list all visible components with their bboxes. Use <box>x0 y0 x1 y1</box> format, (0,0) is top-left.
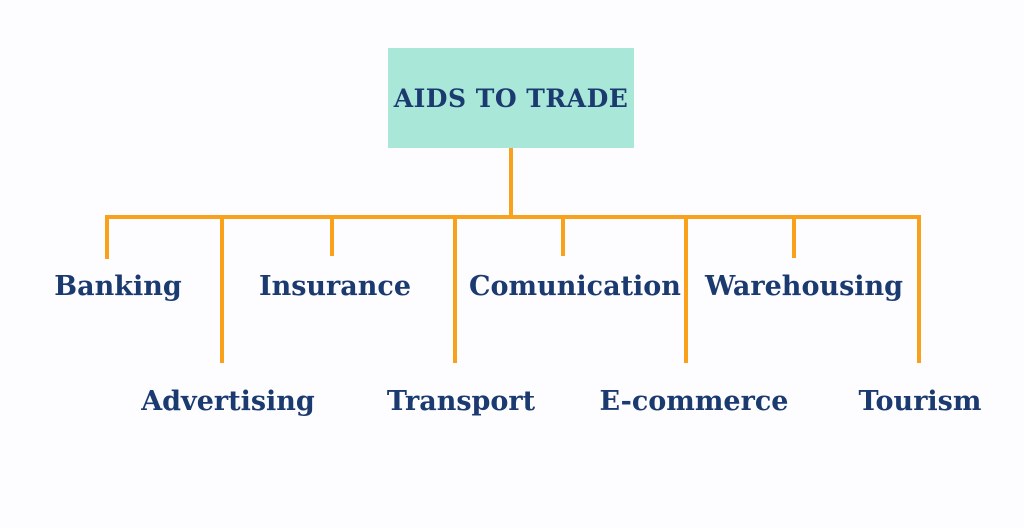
node-advertising: Advertising <box>141 386 315 417</box>
connector-advertising <box>220 215 224 363</box>
node-tourism: Tourism <box>858 386 982 417</box>
connector-insurance <box>330 215 334 256</box>
node-warehousing: Warehousing <box>704 271 904 302</box>
connector-trunk <box>509 148 513 219</box>
diagram-title: AIDS TO TRADE <box>393 83 629 113</box>
node-insurance: Insurance <box>258 271 412 302</box>
connector-banking <box>105 215 109 259</box>
connector-tourism <box>917 215 921 363</box>
connector-warehousing <box>792 215 796 258</box>
connector-transport <box>453 215 457 363</box>
node-ecommerce: E-commerce <box>599 386 789 417</box>
connector-horizontal-rail <box>105 215 921 219</box>
connector-ecommerce <box>684 215 688 363</box>
node-banking: Banking <box>54 271 182 302</box>
connector-comunication <box>561 215 565 256</box>
node-transport: Transport <box>386 386 536 417</box>
root-node-aids-to-trade: AIDS TO TRADE <box>388 48 634 148</box>
node-comunication: Comunication <box>469 271 681 302</box>
